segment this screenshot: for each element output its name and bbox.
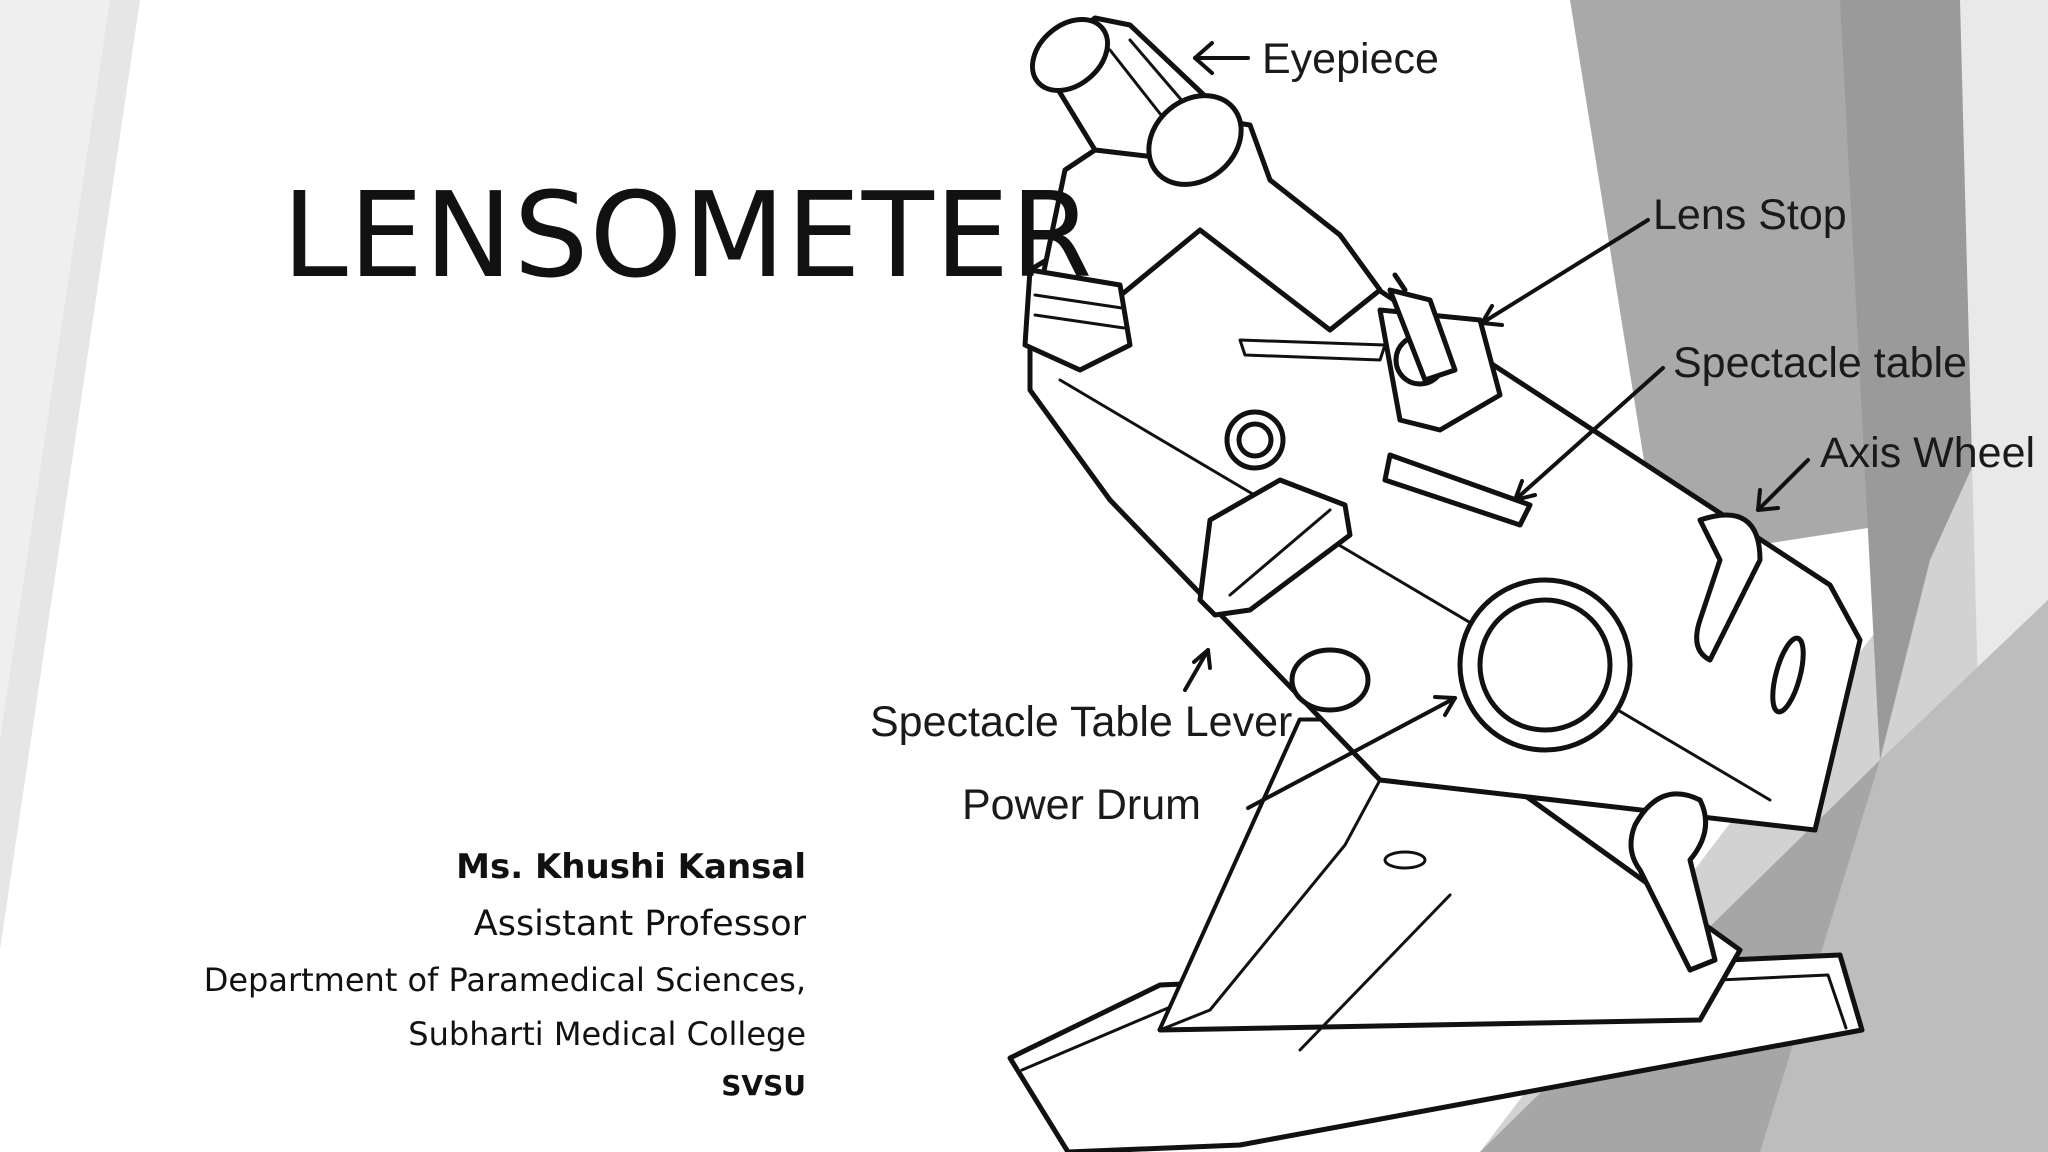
slide-title: LENSOMETER [282,166,1094,304]
author-position: Assistant Professor [473,904,806,944]
label-axis-wheel: Axis Wheel [1820,429,2036,477]
label-lens-stop: Lens Stop [1653,191,1847,239]
power-drum-inner [1477,597,1613,733]
power-drum-back [1289,647,1371,713]
eyepiece-arrow [1193,41,1250,75]
lens-stop-arrow [1480,218,1650,327]
left-gray-panel-inner [0,0,110,740]
spectacle-table-plate [1382,452,1533,528]
author-info: Ms. Khushi Kansal Assistant Professor De… [204,838,806,1112]
lens-stop-pin [1392,272,1408,293]
grip-line-1 [1033,293,1124,310]
focus-knob [1628,791,1718,973]
stand-slot [1298,893,1452,1052]
eyepiece-cap [1029,17,1111,93]
author-name: Ms. Khushi Kansal [456,847,806,887]
label-spectacle-table-lever: Spectacle Table Lever [870,698,1293,746]
label-spectacle-table: Spectacle table [1673,339,1968,387]
body-top-ridge [1058,378,1772,802]
eyepiece-ring-1 [1108,48,1167,122]
axis-wheel-arrow [1756,458,1810,512]
spectacle-table-arrow [1513,366,1665,502]
eyepiece-collar [1146,93,1244,187]
axis-wheel [1694,512,1763,663]
author-university: SVSU [721,1069,806,1102]
spectacle-table-lever [1197,477,1353,618]
side-slot [1770,635,1806,715]
spectacle-table-arm [1238,338,1387,362]
label-eyepiece: Eyepiece [1262,35,1439,83]
author-department: Department of Paramedical Sciences, [203,961,806,999]
power-drum-arrow [1246,695,1457,810]
eyepiece-ring-2 [1128,38,1192,112]
grip-line-2 [1033,313,1126,330]
label-power-drum: Power Drum [962,781,1201,829]
right-mid-band [1570,0,1920,560]
side-window-inner [1236,421,1274,459]
author-college: Subharti Medical College [408,1015,806,1053]
spectacle-table-lever-arrow [1183,648,1212,692]
lever-line [1228,508,1332,597]
lens-stop-arm [1387,287,1458,383]
stand-bolt [1383,850,1427,870]
